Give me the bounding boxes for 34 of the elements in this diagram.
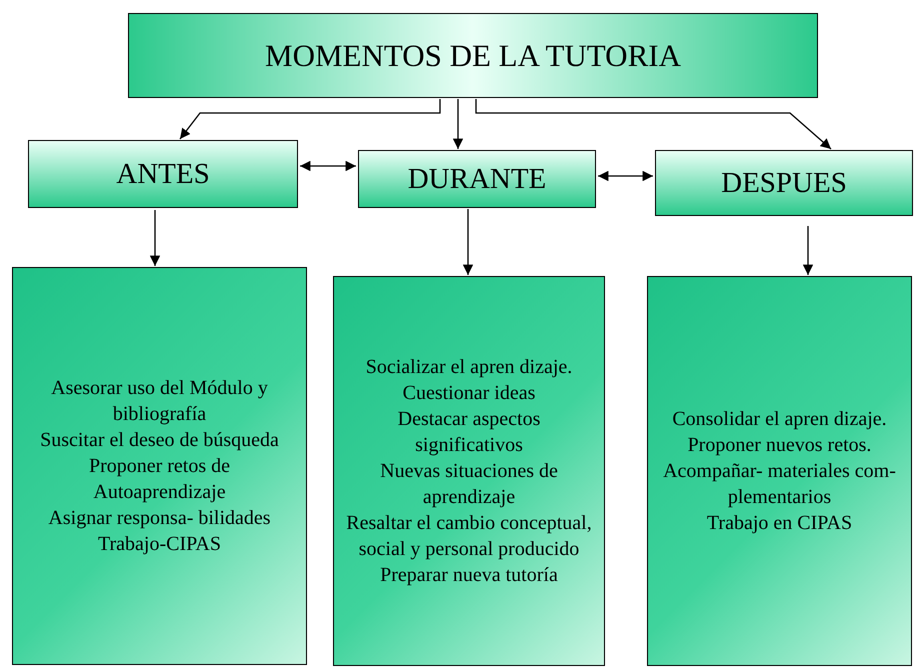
arrow: [150, 210, 160, 266]
arrow: [179, 99, 441, 140]
box-label: ANTES: [116, 158, 210, 190]
content-box: [333, 276, 605, 666]
list-item: Suscitar el deseo de búsqueda: [40, 428, 279, 453]
list-item: Preparar nueva tutoría: [380, 563, 558, 588]
arrow: [462, 209, 474, 275]
list-item: Trabajo en CIPAS: [706, 511, 852, 536]
list-item: Acompañar- materiales com- plementarios: [662, 459, 897, 510]
phase-box: [28, 140, 298, 208]
box-label: DURANTE: [408, 162, 546, 196]
list-item: Proponer retos de Autoaprendizaje: [88, 454, 232, 505]
list-item: Asesorar uso del Módulo y bibliografía: [50, 376, 269, 427]
phase-box: [655, 150, 913, 216]
phase-box: [358, 150, 596, 208]
list-item: Trabajo-CIPAS: [98, 532, 221, 557]
list-item: Asignar responsa- bilidades: [48, 506, 271, 531]
content-box: [647, 276, 912, 666]
arrow: [452, 99, 464, 149]
list-item: Destacar aspectos significativos: [396, 407, 542, 458]
arrow: [475, 99, 832, 150]
list-item: Resaltar el cambio conceptual, social y personal producido: [345, 511, 593, 562]
list-item: Proponer nuevos retos.: [688, 433, 872, 458]
list-item: Nuevas situaciones de aprendizaje: [379, 459, 559, 510]
list-item: Socializar el apren dizaje.: [366, 355, 572, 380]
box-label: DESPUES: [721, 166, 847, 200]
list-item: Cuestionar ideas: [402, 381, 536, 406]
title-box: [128, 13, 818, 98]
arrow: [300, 160, 356, 172]
arrow: [802, 226, 814, 275]
content-box: [12, 267, 307, 665]
list-item: Consolidar el apren dizaje.: [672, 407, 887, 432]
box-label: MOMENTOS DE LA TUTORIA: [265, 38, 681, 74]
arrow: [598, 170, 653, 182]
